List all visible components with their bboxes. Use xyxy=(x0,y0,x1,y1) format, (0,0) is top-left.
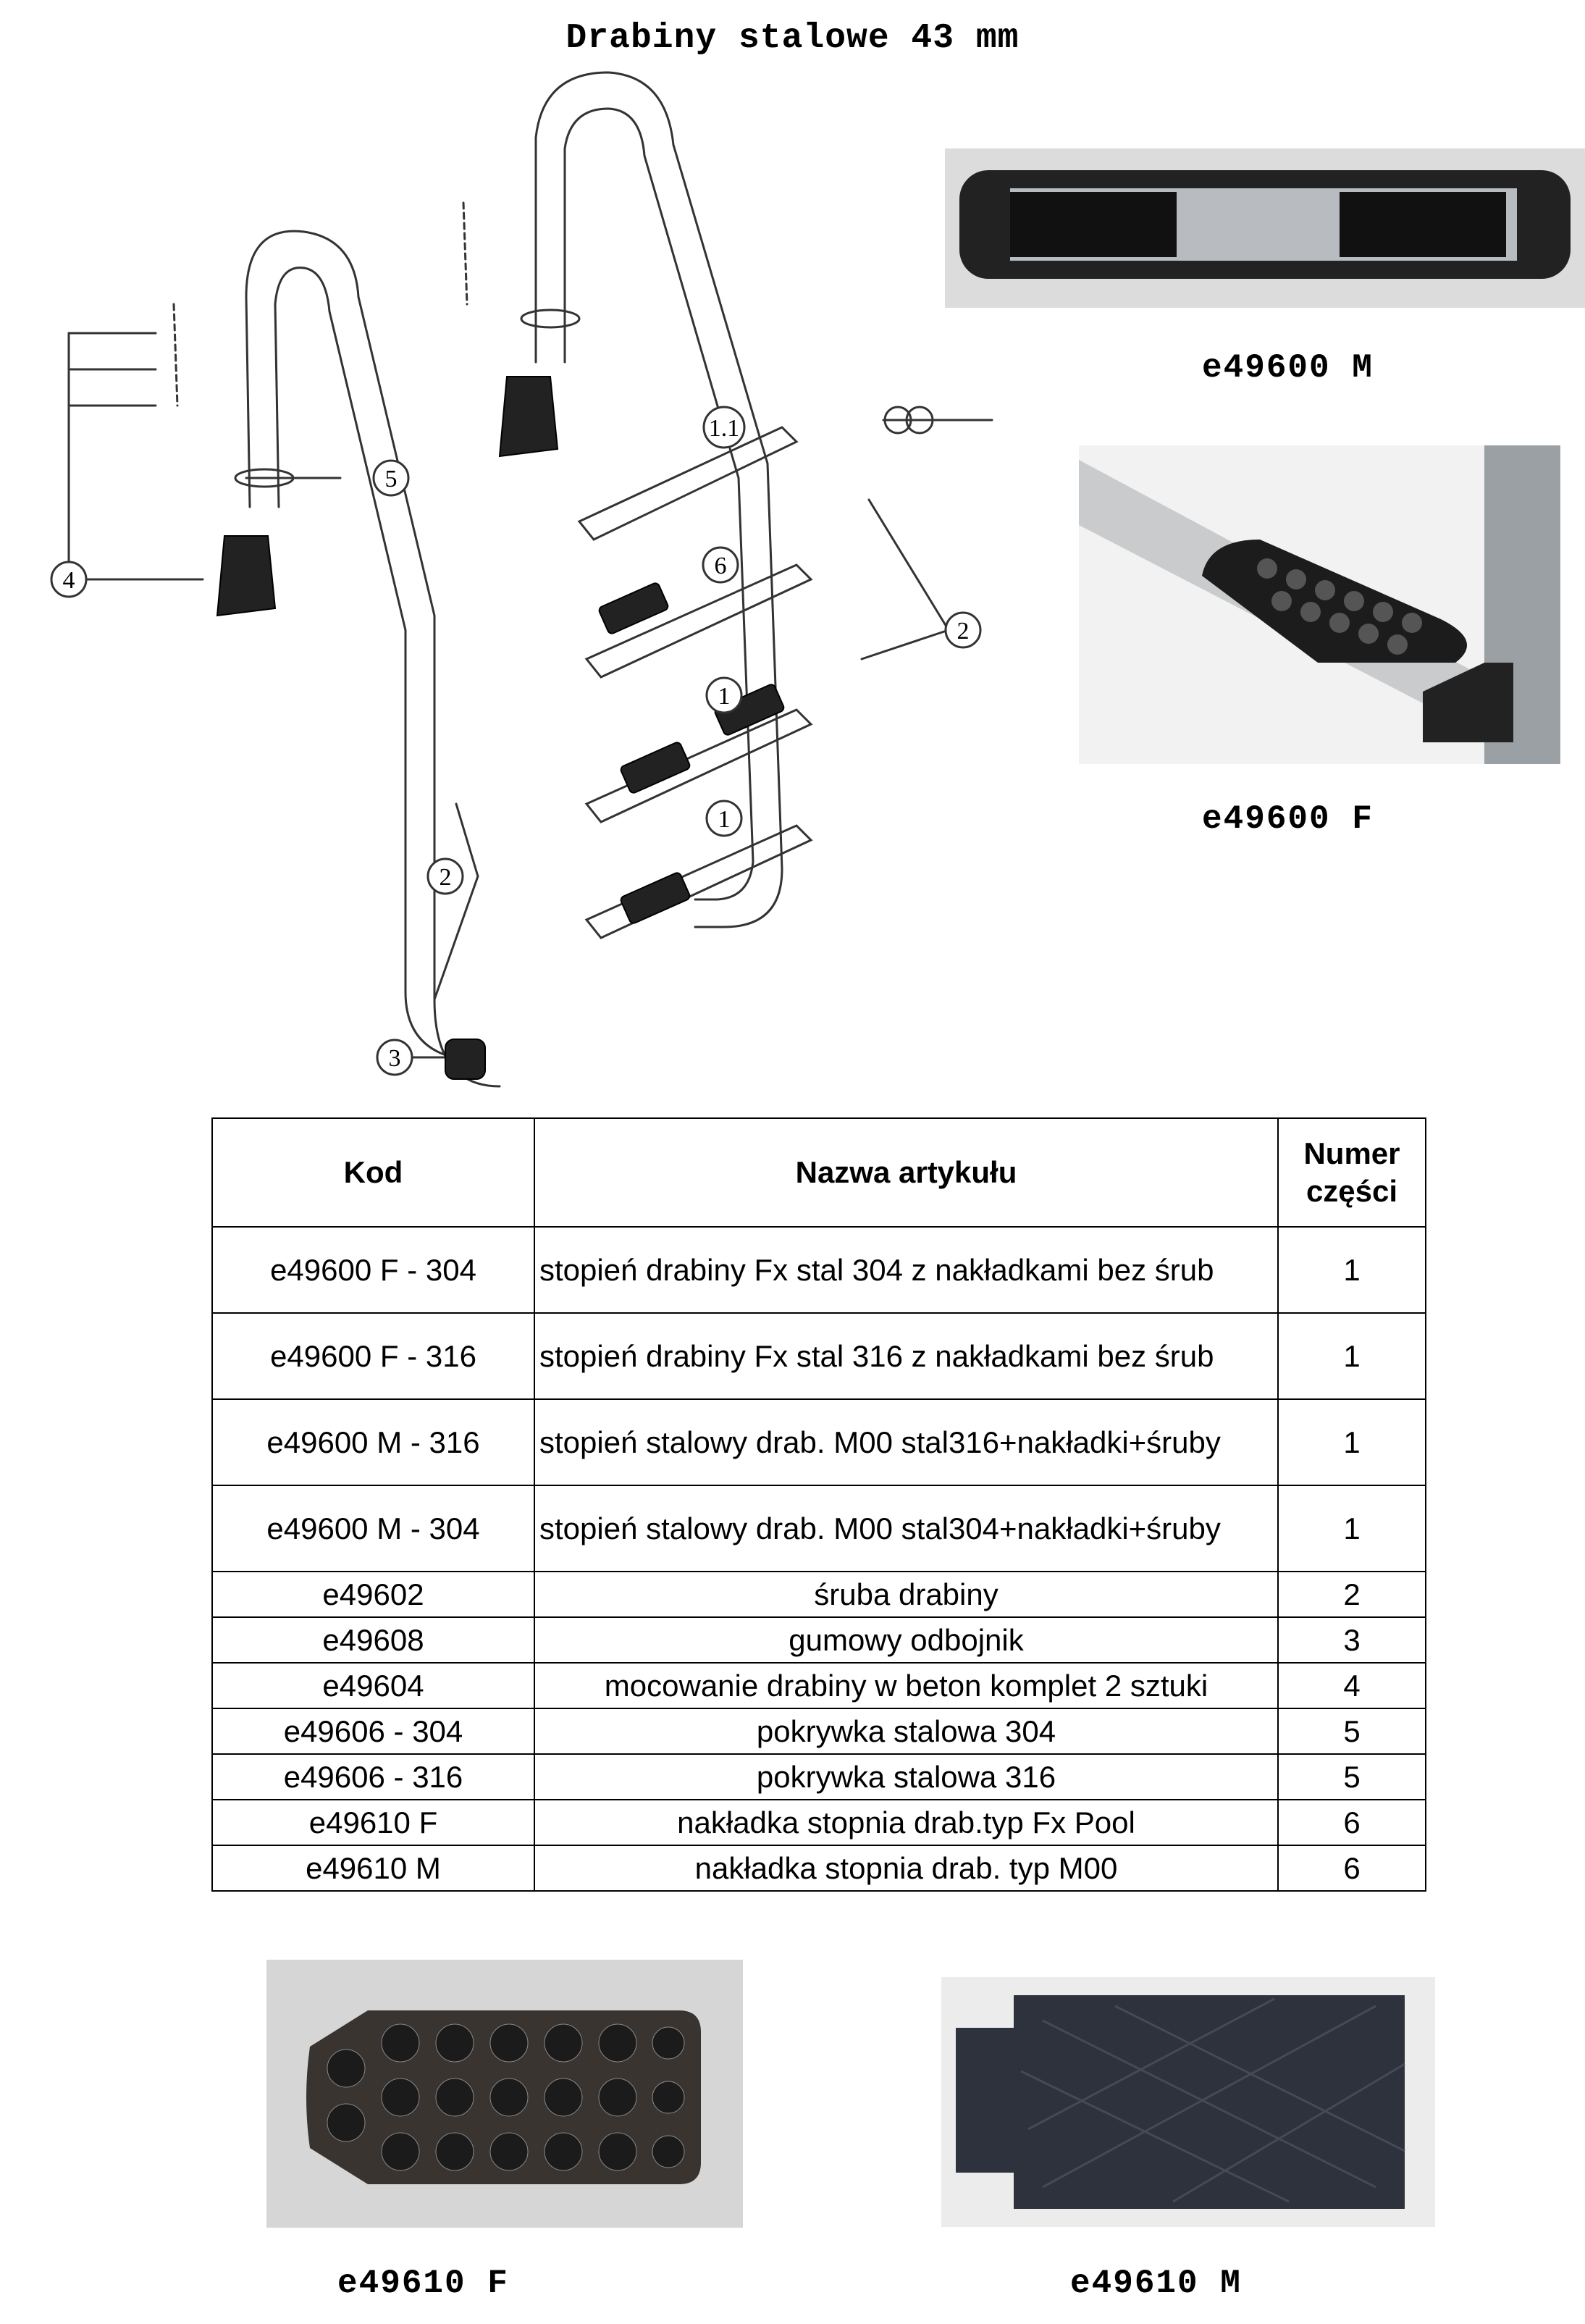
ladder-rail-front-inner xyxy=(563,107,754,901)
svg-text:4: 4 xyxy=(63,567,75,594)
header-name: Nazwa artykułu xyxy=(534,1117,1279,1228)
cell-name: stopień drabiny Fx stal 304 z nakładkami… xyxy=(534,1226,1279,1314)
cell-part: 1 xyxy=(1277,1485,1426,1572)
step-3 xyxy=(584,824,813,939)
cell-part: 6 xyxy=(1277,1799,1426,1846)
svg-text:5: 5 xyxy=(385,466,398,492)
callout-2-left: 2 xyxy=(426,857,464,895)
header-code: Kod xyxy=(211,1117,535,1228)
cell-code: e49606 - 304 xyxy=(211,1708,535,1755)
cell-name: nakładka stopnia drab.typ Fx Pool xyxy=(534,1799,1279,1846)
table-row: e49606 - 316 pokrywka stalowa 316 5 xyxy=(211,1753,1426,1800)
cell-part: 5 xyxy=(1277,1708,1426,1755)
table-row: e49610 M nakładka stopnia drab. typ M00 … xyxy=(211,1845,1426,1892)
table-row: e49604 mocowanie drabiny w beton komplet… xyxy=(211,1662,1426,1709)
svg-text:2: 2 xyxy=(440,864,452,891)
cell-name: stopień stalowy drab. M00 stal316+nakład… xyxy=(534,1398,1279,1486)
table-row: e49606 - 304 pokrywka stalowa 304 5 xyxy=(211,1708,1426,1755)
header-part-line1: Numer xyxy=(1303,1136,1400,1170)
photo-pad-m xyxy=(941,1977,1435,2227)
cell-code: e49600 F - 316 xyxy=(211,1312,535,1400)
cell-code: e49602 xyxy=(211,1571,535,1618)
caption-pad-f: e49610 F xyxy=(337,2265,509,2302)
header-part-line2: części xyxy=(1306,1174,1398,1208)
table-row: e49600 F - 316 stopień drabiny Fx stal 3… xyxy=(211,1312,1426,1400)
cell-name: mocowanie drabiny w beton komplet 2 sztu… xyxy=(534,1662,1279,1709)
anchor-rear xyxy=(216,535,277,617)
cell-name: gumowy odbojnik xyxy=(534,1616,1279,1664)
callout-3: 3 xyxy=(376,1039,413,1076)
svg-text:2: 2 xyxy=(957,618,970,645)
cell-name: pokrywka stalowa 304 xyxy=(534,1708,1279,1755)
table-row: e49600 M - 304 stopień stalowy drab. M00… xyxy=(211,1485,1426,1572)
table-row: e49602 śruba drabiny 2 xyxy=(211,1571,1426,1618)
callout-1-a: 1 xyxy=(705,676,743,714)
step-bracket xyxy=(577,426,799,541)
cell-part: 1 xyxy=(1277,1312,1426,1400)
cell-part: 5 xyxy=(1277,1753,1426,1800)
step-pad-2 xyxy=(620,742,691,794)
page-title: Drabiny stalowe 43 mm xyxy=(566,19,1019,58)
cell-code: e49604 xyxy=(211,1662,535,1709)
cell-part: 1 xyxy=(1277,1398,1426,1486)
step-2 xyxy=(584,708,813,823)
cell-part: 1 xyxy=(1277,1226,1426,1314)
cell-name: pokrywka stalowa 316 xyxy=(534,1753,1279,1800)
cell-code: e49600 M - 316 xyxy=(211,1398,535,1486)
bumper xyxy=(445,1039,486,1080)
cover-ring-front xyxy=(520,309,581,329)
cell-code: e49608 xyxy=(211,1616,535,1664)
anchor-front xyxy=(498,376,559,458)
step-pad-4 xyxy=(620,872,691,924)
callout-4: 4 xyxy=(50,561,88,598)
table-row: e49600 F - 304 stopień drabiny Fx stal 3… xyxy=(211,1226,1426,1314)
step-pad-1 xyxy=(598,582,669,634)
cell-code: e49606 - 316 xyxy=(211,1753,535,1800)
cell-code: e49610 F xyxy=(211,1799,535,1846)
photo-step-m xyxy=(945,148,1585,308)
cell-part: 6 xyxy=(1277,1845,1426,1892)
cell-name: nakładka stopnia drab. typ M00 xyxy=(534,1845,1279,1892)
table-row: e49610 F nakładka stopnia drab.typ Fx Po… xyxy=(211,1799,1426,1846)
cell-name: śruba drabiny xyxy=(534,1571,1279,1618)
callout-5: 5 xyxy=(372,459,410,497)
svg-text:1: 1 xyxy=(718,806,731,833)
parts-table: Kod Nazwa artykułu Numer części e49600 F… xyxy=(211,1117,1426,1892)
table-header-row: Kod Nazwa artykułu Numer części xyxy=(211,1117,1426,1228)
header-part: Numer części xyxy=(1277,1117,1426,1228)
step-1 xyxy=(584,563,813,679)
ladder-rail-rear-outer xyxy=(245,230,501,1088)
cell-part: 2 xyxy=(1277,1571,1426,1618)
callout-1-b: 1 xyxy=(705,800,743,837)
cell-name: stopień drabiny Fx stal 316 z nakładkami… xyxy=(534,1312,1279,1400)
cell-code: e49610 M xyxy=(211,1845,535,1892)
table-row: e49600 M - 316 stopień stalowy drab. M00… xyxy=(211,1398,1426,1486)
ladder-rail-rear-inner xyxy=(274,267,479,1062)
svg-text:1.1: 1.1 xyxy=(709,415,740,442)
svg-text:1: 1 xyxy=(718,683,731,710)
cell-code: e49600 M - 304 xyxy=(211,1485,535,1572)
ladder-exploded-diagram: 1.1 6 1 1 2 2 3 4 5 xyxy=(50,71,993,1088)
step-pad-3 xyxy=(714,684,785,736)
callout-6: 6 xyxy=(702,546,739,584)
callouts: 1.1 6 1 1 2 2 3 4 5 xyxy=(50,406,982,1076)
svg-text:6: 6 xyxy=(715,553,727,579)
caption-pad-m: e49610 M xyxy=(1070,2265,1242,2302)
photo-pad-f xyxy=(266,1960,743,2228)
table-row: e49608 gumowy odbojnik 3 xyxy=(211,1616,1426,1664)
cell-code: e49600 F - 304 xyxy=(211,1226,535,1314)
callout-1-1: 1.1 xyxy=(702,406,746,449)
callout-2-right: 2 xyxy=(944,611,982,649)
caption-step-m: e49600 M xyxy=(1202,349,1374,387)
cell-name: stopień stalowy drab. M00 stal304+nakład… xyxy=(534,1485,1279,1572)
cell-part: 3 xyxy=(1277,1616,1426,1664)
cell-part: 4 xyxy=(1277,1662,1426,1709)
photo-step-f xyxy=(1079,445,1560,764)
caption-step-f: e49600 F xyxy=(1202,800,1374,838)
ladder-rail-front-outer xyxy=(534,71,783,928)
svg-text:3: 3 xyxy=(389,1045,401,1072)
